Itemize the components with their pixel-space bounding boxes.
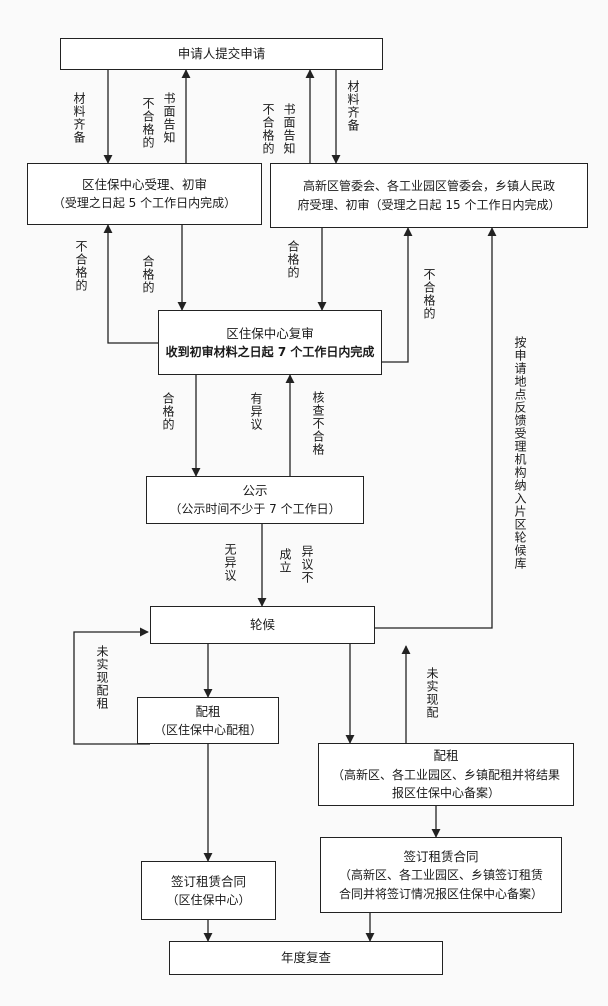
box-district-review-line1: 区住保中心受理、初审 bbox=[81, 177, 207, 193]
label-complete-materials-left: 材料齐备 bbox=[72, 92, 86, 144]
box-annual-review: 年度复查 bbox=[169, 941, 443, 975]
box-publicity-line2: （公示时间不少于 7 个工作日） bbox=[169, 502, 341, 517]
box-contract-left: 签订租赁合同 （区住保中心） bbox=[141, 861, 276, 920]
arrow-left-not-allocated bbox=[73, 627, 150, 745]
box-apply-text: 申请人提交申请 bbox=[177, 46, 266, 62]
label-verify-unqualified: 核查不合格 bbox=[311, 391, 325, 456]
box-waiting-text: 轮候 bbox=[249, 617, 275, 633]
label-not-allocated-left: 未实现配租 bbox=[95, 645, 109, 710]
label-not-allocated-right: 未实现配 bbox=[425, 667, 439, 719]
box-publicity: 公示 （公示时间不少于 7 个工作日） bbox=[146, 476, 364, 524]
label-unqualified-left: 不合格的 bbox=[74, 240, 88, 292]
arrow-feedback bbox=[375, 227, 497, 629]
arrow-left-unqualified bbox=[103, 224, 158, 344]
box-apply: 申请人提交申请 bbox=[60, 38, 383, 70]
box-contract-right-line2: （高新区、各工业园区、乡镇签订租赁 bbox=[338, 868, 543, 883]
label-complete-materials-right: 材料齐备 bbox=[346, 80, 360, 132]
box-allocation-left-line1: 配租 bbox=[195, 703, 221, 719]
label-unqualified-right: 不合格的 bbox=[422, 268, 436, 320]
box-annual-review-text: 年度复查 bbox=[280, 950, 331, 966]
label-notice-left-a: 书面告知 bbox=[162, 92, 176, 144]
label-notice-left-b: 不合格的 bbox=[141, 97, 155, 149]
label-qualified-right: 合格的 bbox=[286, 240, 300, 279]
label-objection-invalid-b: 成立 bbox=[278, 548, 292, 574]
box-allocation-right-line3: 报区住保中心备案） bbox=[391, 786, 500, 801]
box-contract-right-line1: 签订租赁合同 bbox=[403, 848, 479, 864]
box-recheck: 区住保中心复审 收到初审材料之日起 7 个工作日内完成 bbox=[158, 310, 382, 375]
box-allocation-right-line2: （高新区、各工业园区、乡镇配租并将结果 bbox=[331, 767, 560, 782]
box-contract-left-line1: 签订租赁合同 bbox=[170, 873, 246, 889]
arrow-right-unqualified bbox=[382, 227, 413, 363]
box-recheck-line1: 区住保中心复审 bbox=[226, 325, 314, 341]
box-district-review-line2: （受理之日起 5 个工作日内完成） bbox=[52, 196, 237, 211]
label-no-objection: 无异议 bbox=[223, 543, 237, 582]
box-district-review: 区住保中心受理、初审 （受理之日起 5 个工作日内完成） bbox=[27, 163, 262, 225]
box-contract-left-line2: （区住保中心） bbox=[166, 892, 251, 907]
label-notice-right-a: 书面告知 bbox=[282, 103, 296, 155]
box-gaoxin-review-line1: 高新区管委会、各工业园区管委会，乡镇人民政 bbox=[302, 178, 555, 193]
box-contract-right: 签订租赁合同 （高新区、各工业园区、乡镇签订租赁 合同并将签订情况报区住保中心备… bbox=[320, 837, 562, 913]
label-objection-invalid-a: 异议不 bbox=[300, 545, 314, 584]
box-contract-right-line3: 合同并将签订情况报区住保中心备案） bbox=[338, 886, 543, 901]
box-publicity-line1: 公示 bbox=[242, 483, 268, 499]
box-recheck-line2: 收到初审材料之日起 7 个工作日内完成 bbox=[165, 344, 375, 359]
box-gaoxin-review: 高新区管委会、各工业园区管委会，乡镇人民政 府受理、初审（受理之日起 15 个工… bbox=[270, 163, 588, 228]
box-allocation-left-line2: （区住保中心配租） bbox=[153, 722, 262, 737]
label-feedback: 按申请地点反馈受理机构纳入片区轮候库 bbox=[513, 336, 527, 570]
box-gaoxin-review-line2: 府受理、初审（受理之日起 15 个工作日内完成） bbox=[297, 197, 561, 212]
label-qualified-mid: 合格的 bbox=[161, 392, 175, 431]
label-qualified-left: 合格的 bbox=[141, 255, 155, 294]
label-objection: 有异议 bbox=[249, 392, 263, 431]
box-allocation-right: 配租 （高新区、各工业园区、乡镇配租并将结果 报区住保中心备案） bbox=[318, 743, 574, 806]
box-allocation-left: 配租 （区住保中心配租） bbox=[137, 697, 279, 744]
box-allocation-right-line1: 配租 bbox=[433, 748, 459, 764]
label-notice-right-b: 不合格的 bbox=[261, 103, 275, 155]
box-waiting: 轮候 bbox=[150, 606, 375, 644]
